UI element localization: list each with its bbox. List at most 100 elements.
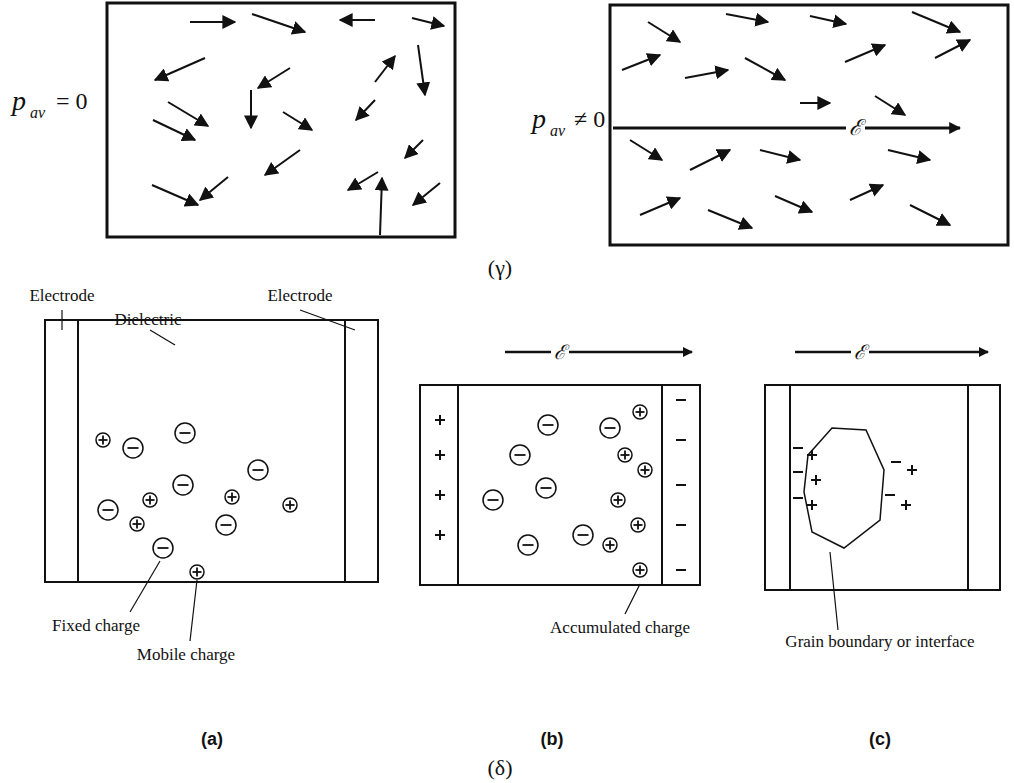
leader-line [190,580,197,641]
part-name: Accumulated charge [550,619,690,638]
charge-sign [891,461,901,463]
charge-sign [158,547,169,549]
positive-charge [631,518,645,532]
charge-sign [605,427,616,429]
positive-charge [130,517,144,531]
charge-sign [644,466,646,475]
charge-sign [639,566,641,575]
dipole-arrow [190,21,235,23]
equation-part: ≠ 0 [574,106,605,132]
dipole-arrow [630,140,662,160]
negative-charge [510,445,530,465]
charge-sign [905,500,907,510]
panel-label: (b) [541,730,564,750]
capacitor-box-a [45,320,378,582]
capacitor-box-b [420,385,700,585]
dipole-arrow [850,185,883,200]
electrode-line [457,385,459,585]
panel-label: (a) [201,730,223,750]
field-symbol: ℰ [846,116,865,140]
charge-sign [439,450,441,460]
dipole-arrow [356,100,375,120]
dipole-arrow [745,58,785,80]
dipole-arrow [375,56,395,82]
negative-charge [600,418,620,438]
negative-charge [216,515,236,535]
dipole-arrow [775,196,812,212]
dipole-arrow [413,183,440,205]
part-name: Dielectric [114,311,181,330]
charge-sign [911,465,913,475]
dipole-arrow [283,112,312,130]
positive-charge [283,498,297,512]
dipole-arrow [200,177,228,200]
electrode-line [77,320,79,582]
charge-sign [637,521,639,530]
charge-sign [793,471,803,473]
charge-sign [221,524,232,526]
charge-sign [676,484,686,486]
dipole-arrow [380,178,382,235]
charge-sign [128,447,139,449]
positive-charge [603,538,617,552]
charge-sign [289,501,291,510]
field-symbol: ℰ [851,341,869,363]
equation-part: = 0 [56,88,88,114]
charge-sign [676,399,686,401]
charge-sign [102,436,104,445]
negative-charge [248,460,268,480]
dipole-arrow [708,210,752,228]
charge-sign [676,439,686,441]
dipole-arrow [910,205,950,225]
negative-charge [483,490,503,510]
dipole-arrow [810,16,846,24]
dipole-arrow [152,185,198,205]
dipole-arrow [405,140,423,158]
dipole-arrow [252,14,305,32]
field-arrow [795,351,988,354]
negative-charge [573,525,593,545]
leader-line [830,552,838,630]
charge-sign [439,490,441,500]
negative-charge [536,478,556,498]
dipole-arrow [348,172,378,190]
charge-sign [439,530,441,540]
dipole-arrow [726,14,768,22]
charge-sign [180,432,191,434]
dipole-arrow [258,68,290,88]
charge-sign [624,451,626,460]
charge-sign [815,475,817,485]
dipole-arrow [265,150,300,175]
part-name: Mobile charge [137,646,235,665]
charge-sign [488,499,499,501]
field-arrow [505,351,692,354]
dipole-arrow [340,19,375,21]
positive-charge [143,493,157,507]
dipole-arrow [690,150,730,170]
electrode-line [661,385,663,585]
part-name: Electrode [29,287,94,306]
charge-sign [609,541,611,550]
positive-charge [618,448,632,462]
charge-sign [793,497,803,499]
field-arrow [613,127,960,130]
charge-sign [885,494,895,496]
charge-sign [811,500,813,510]
capacitor-box-c [765,385,1000,590]
dipole-arrow [935,40,970,58]
panel-label: (γ) [488,256,512,280]
charge-sign [136,520,138,529]
charge-sign [231,493,233,502]
dipole-arrow [412,18,444,26]
dipole-arrow [685,70,728,78]
dipole-arrow [648,22,680,42]
dipole-arrow [155,58,205,80]
electrode-line [344,320,346,582]
negative-charge [153,538,173,558]
positive-charge [633,405,647,419]
panel-label: (c) [869,730,891,750]
dipole-arrows [152,12,970,235]
negative-charge [98,500,118,520]
dipole-arrow [250,90,252,128]
part-name: Fixed charge [52,617,140,636]
